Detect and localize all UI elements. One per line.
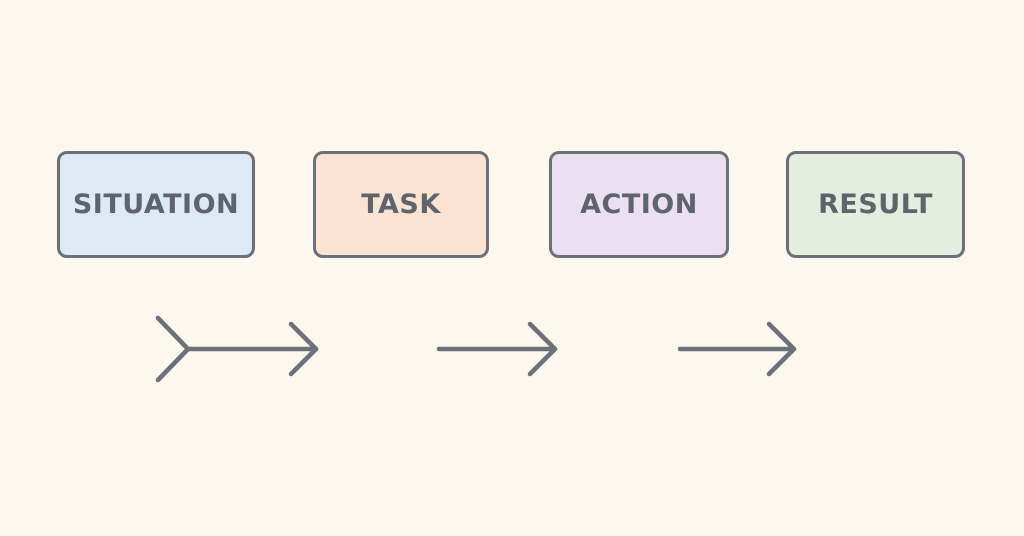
stage-label: ACTION [580,189,698,220]
stage-label: RESULT [818,189,933,220]
stage-result: RESULT [786,151,965,258]
stage-label: TASK [361,189,441,220]
arrow-right-icon [677,321,797,377]
fletched-arrow-right-icon [155,315,319,383]
stage-situation: SITUATION [57,151,255,258]
stage-action: ACTION [549,151,729,258]
stage-label: SITUATION [72,189,240,220]
arrow-right-icon [436,321,558,377]
stage-task: TASK [313,151,489,258]
